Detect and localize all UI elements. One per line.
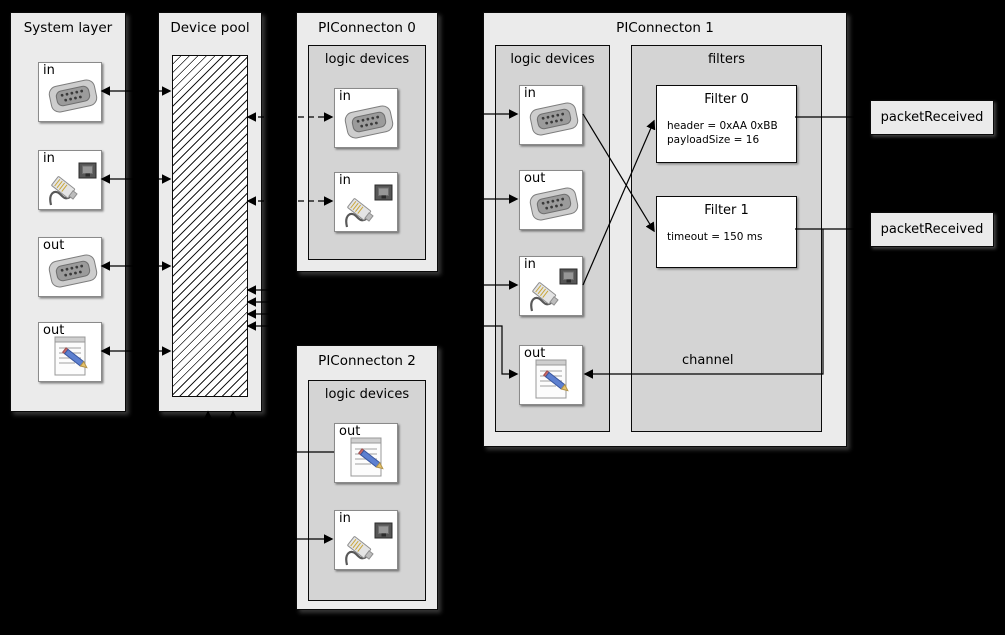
piconnecton2-device-out-document: out bbox=[334, 423, 398, 483]
ethernet-plug-icon bbox=[529, 268, 579, 312]
filter-1-title: Filter 1 bbox=[704, 203, 749, 218]
device-label: in bbox=[339, 511, 351, 526]
device-pool-title: Device pool bbox=[170, 20, 250, 36]
filter-0-title: Filter 0 bbox=[704, 92, 749, 107]
device-label: in bbox=[339, 173, 351, 188]
device-label: in bbox=[43, 63, 55, 78]
system-device-out-document: out bbox=[38, 322, 102, 382]
packet-received-box-1: packetReceived bbox=[870, 212, 994, 247]
serial-connector-icon bbox=[529, 97, 579, 141]
device-label: out bbox=[43, 323, 65, 338]
serial-connector-icon bbox=[48, 249, 98, 293]
device-label: out bbox=[43, 238, 65, 253]
filter-0-param-payload: payloadSize = 16 bbox=[667, 134, 760, 146]
filter-0-box: Filter 0 header = 0xAA 0xBB payloadSize … bbox=[656, 85, 797, 163]
system-device-in-ethernet: in bbox=[38, 150, 102, 210]
system-device-out-serial: out bbox=[38, 237, 102, 297]
piconnecton0-device-in-serial: in bbox=[334, 88, 398, 148]
piconnecton2-device-in-ethernet: in bbox=[334, 510, 398, 570]
notes-document-icon bbox=[344, 435, 394, 479]
filter-1-box: Filter 1 timeout = 150 ms bbox=[656, 196, 797, 268]
piconnecton1-title: PIConnecton 1 bbox=[616, 20, 714, 36]
system-device-in-serial: in bbox=[38, 62, 102, 122]
piconnecton1-device-in-serial: in bbox=[519, 85, 583, 145]
serial-connector-icon bbox=[344, 100, 394, 144]
logic-devices-title: logic devices bbox=[324, 52, 410, 67]
serial-connector-icon bbox=[529, 182, 579, 226]
logic-devices-title: logic devices bbox=[510, 52, 595, 67]
serial-connector-icon bbox=[48, 74, 98, 118]
channel-label: channel bbox=[682, 353, 734, 368]
ethernet-plug-icon bbox=[344, 522, 394, 566]
device-label: in bbox=[43, 151, 55, 166]
device-label: in bbox=[524, 86, 536, 101]
packet-received-label: packetReceived bbox=[880, 110, 984, 125]
piconnecton1-device-in-ethernet: in bbox=[519, 256, 583, 316]
piconnecton0-device-in-ethernet: in bbox=[334, 172, 398, 232]
device-pool-hatch-area bbox=[172, 55, 248, 397]
device-label: in bbox=[339, 89, 351, 104]
ethernet-plug-icon bbox=[48, 162, 98, 206]
piconnecton1-device-out-document: out bbox=[519, 345, 583, 405]
wire-pool-pic1-2 bbox=[246, 280, 519, 319]
notes-document-icon bbox=[529, 357, 579, 401]
notes-document-icon bbox=[48, 334, 98, 378]
piconnecton0-title: PIConnecton 0 bbox=[318, 20, 416, 36]
packet-received-label: packetReceived bbox=[880, 222, 984, 237]
device-label: out bbox=[524, 346, 546, 361]
ethernet-plug-icon bbox=[344, 184, 394, 228]
piconnecton2-title: PIConnecton 2 bbox=[318, 353, 416, 369]
piconnecton1-device-out-serial: out bbox=[519, 170, 583, 230]
filter-0-param-header: header = 0xAA 0xBB bbox=[667, 120, 778, 132]
packet-received-box-0: packetReceived bbox=[870, 100, 994, 135]
filters-title: filters bbox=[707, 52, 745, 67]
device-label: out bbox=[524, 171, 546, 186]
device-label: in bbox=[524, 257, 536, 272]
filter-1-param-timeout: timeout = 150 ms bbox=[667, 231, 763, 243]
logic-devices-title: logic devices bbox=[324, 387, 410, 402]
system-layer-title: System layer bbox=[23, 20, 113, 36]
device-label: out bbox=[339, 424, 361, 439]
